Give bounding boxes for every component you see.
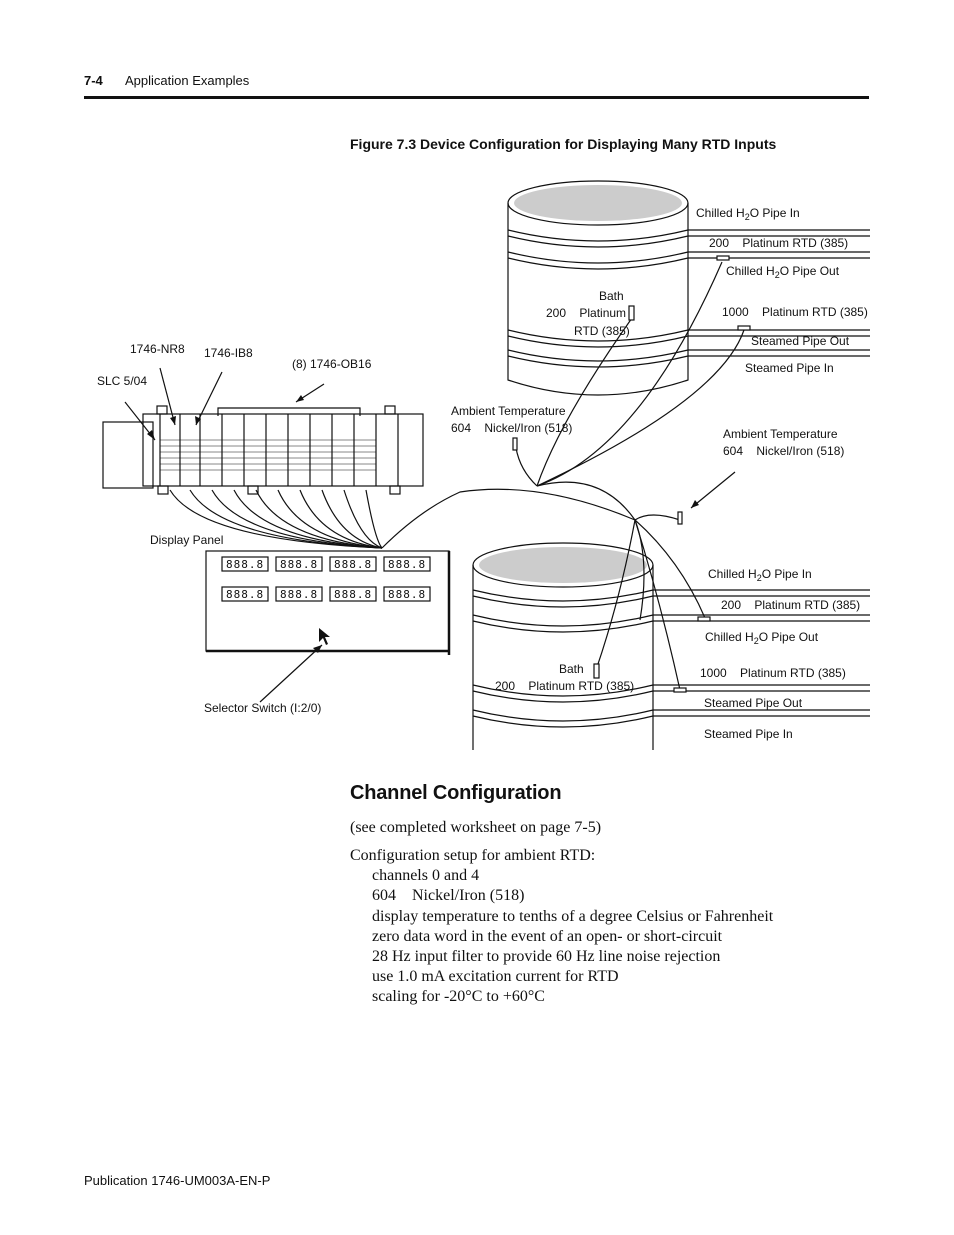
label-slc: SLC 5/04 [97, 374, 147, 388]
bottom-rtd-200-label: 200 Platinum RTD (385) [721, 598, 860, 612]
label-ob16: (8) 1746-OB16 [292, 357, 372, 371]
bottom-rtd-1000-label: 1000 Platinum RTD (385) [700, 666, 846, 680]
svg-text:888.8: 888.8 [226, 588, 264, 601]
svg-text:888.8: 888.8 [280, 558, 318, 571]
top-bath-label-1: Bath [599, 289, 624, 303]
bottom-chilled-in-label: Chilled H2O Pipe In [708, 567, 812, 583]
publication-footer: Publication 1746-UM003A-EN-P [84, 1173, 271, 1188]
setup-intro: Configuration setup for ambient RTD: [350, 847, 596, 864]
top-steam-in-label: Steamed Pipe In [745, 361, 834, 375]
svg-text:888.8: 888.8 [334, 588, 372, 601]
top-steam-out-label: Steamed Pipe Out [751, 334, 850, 348]
bottom-bath-label-2: 200 Platinum RTD (385) [495, 679, 634, 693]
cables [169, 255, 751, 693]
figure-caption: Figure 7.3 Device Configuration for Disp… [350, 136, 777, 152]
section-title: Channel Configuration [350, 782, 562, 804]
top-tank [507, 180, 870, 396]
display-digits: 888.8 888.8 888.8 888.8 888.8 888.8 888.… [226, 558, 426, 601]
leader-arrows [124, 367, 736, 703]
label-display-panel: Display Panel [150, 533, 223, 547]
top-bath-label-3: RTD (385) [574, 324, 630, 338]
list-item: 28 Hz input filter to provide 60 Hz line… [372, 948, 721, 965]
worksheet-note: (see completed worksheet on page 7-5) [350, 819, 602, 836]
page-number: 7-4 [84, 73, 103, 88]
label-ambient-left-1: Ambient Temperature [451, 404, 566, 418]
label-ambient-left-2: 604 Nickel/Iron (518) [451, 421, 572, 435]
bottom-tank [472, 542, 870, 750]
list-item: zero data word in the event of an open- … [372, 928, 723, 945]
top-bath-label-2: 200 Platinum [546, 306, 626, 320]
label-nr8: 1746-NR8 [130, 342, 185, 356]
svg-text:888.8: 888.8 [388, 588, 426, 601]
slc-rack [102, 405, 424, 495]
label-ambient-right-1: Ambient Temperature [723, 427, 838, 441]
display-panel [205, 550, 451, 655]
list-item: 604 Nickel/Iron (518) [372, 887, 525, 904]
top-rtd-200-label: 200 Platinum RTD (385) [709, 236, 848, 250]
bottom-steam-out-label: Steamed Pipe Out [704, 696, 803, 710]
header-rule [84, 96, 869, 99]
list-item: display temperature to tenths of a degre… [372, 908, 774, 925]
top-chilled-in-label: Chilled H2O Pipe In [696, 206, 800, 222]
label-ib8: 1746-IB8 [204, 346, 253, 360]
bottom-chilled-out-label: Chilled H2O Pipe Out [705, 630, 819, 646]
svg-text:888.8: 888.8 [226, 558, 264, 571]
top-rtd-1000-label: 1000 Platinum RTD (385) [722, 305, 868, 319]
label-ambient-right-2: 604 Nickel/Iron (518) [723, 444, 844, 458]
list-item: use 1.0 mA excitation current for RTD [372, 968, 619, 985]
svg-text:888.8: 888.8 [280, 588, 318, 601]
section-header: Application Examples [125, 73, 250, 88]
bottom-steam-in-label: Steamed Pipe In [704, 727, 793, 741]
label-selector-switch: Selector Switch (I:2/0) [204, 701, 321, 715]
svg-text:888.8: 888.8 [334, 558, 372, 571]
bottom-bath-label-1: Bath [559, 662, 584, 676]
list-item: scaling for -20°C to +60°C [372, 988, 545, 1005]
top-chilled-out-label: Chilled H2O Pipe Out [726, 264, 840, 280]
svg-text:888.8: 888.8 [388, 558, 426, 571]
list-item: channels 0 and 4 [372, 867, 480, 884]
